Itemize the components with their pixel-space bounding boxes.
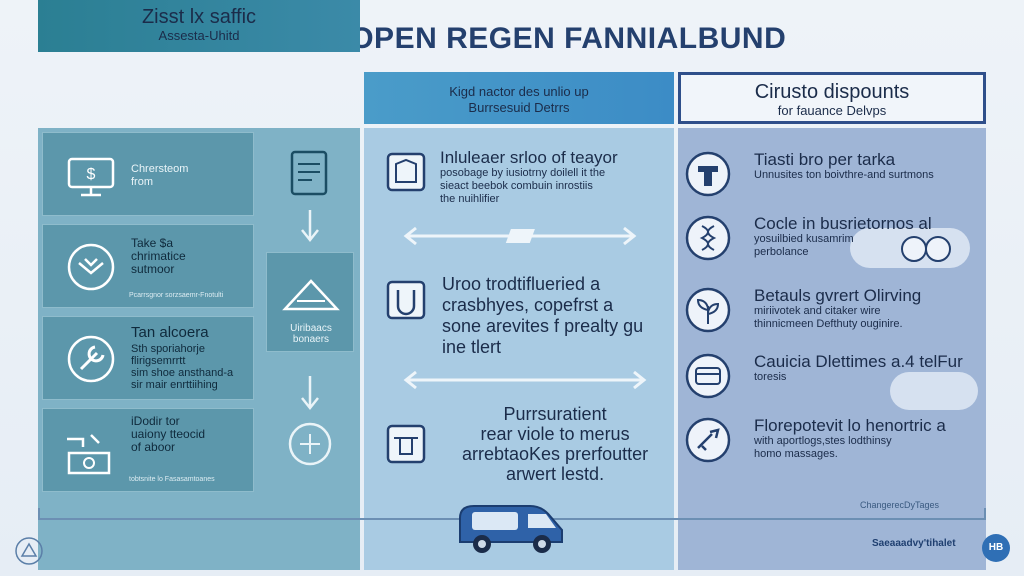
- tent-icon: [282, 279, 340, 311]
- right-item-4: Cauicia Dlettimes a.4 telFur toresis: [684, 352, 984, 402]
- middle-column-body: [364, 128, 674, 570]
- right-item-2-desc: yosuilbied kusamrim perbolance: [754, 233, 854, 258]
- seal-icon: [15, 537, 43, 565]
- right-item-3-text: Betauls gvrert Olirving miriivotek and c…: [754, 286, 921, 331]
- clipboard-icon: [290, 150, 328, 243]
- right-item-3-title: Betauls gvrert Olirving: [754, 286, 922, 305]
- monitor-cash-icon: $: [67, 157, 115, 197]
- left-heading-line1: Zisst lx saffic: [141, 6, 257, 28]
- right-item-4-desc: toresis: [754, 371, 787, 383]
- cabinet-icon: [386, 424, 426, 464]
- right-item-3: Betauls gvrert Olirving miriivotek and c…: [684, 286, 984, 342]
- key-circle-icon: [685, 417, 731, 463]
- middle-item-1: Inluleaer srloo of teayor posobage by iu…: [372, 146, 672, 216]
- middle-heading-line1: Kigd nactor des unlio up: [449, 84, 589, 99]
- helix-icon: [685, 215, 731, 261]
- middle-item-3-text: Purrsuratient rear viole to merus arrebt…: [462, 404, 648, 484]
- left-card-2-text: Take $a chrimatice sutmoor: [131, 236, 186, 276]
- right-item-1: Tiasti bro per tarka Unnusites ton boivt…: [684, 150, 984, 200]
- hammer-circle-icon: [685, 151, 731, 197]
- double-arrow-icon: [403, 226, 637, 246]
- footer-credit: ChangerecDyTages: [860, 500, 940, 510]
- middle-item-2-title: Uroo trodtiflueried a crasbhyes, copefrs…: [442, 274, 644, 357]
- right-item-5: Florepotevit lo henortric a with aportlo…: [684, 416, 984, 472]
- right-item-2-title: Cocle in busrietornos al: [754, 214, 932, 233]
- middle-heading-line2: Burrsesuid Detrrs: [468, 100, 570, 115]
- phone-circle-icon: [685, 353, 731, 399]
- toggle-rings-icon: [901, 236, 951, 262]
- middle-item-2: Uroo trodtiflueried a crasbhyes, copefrs…: [372, 274, 672, 360]
- right-item-1-desc: Unnusites ton boivthre-and surtmons: [754, 169, 934, 181]
- right-item-1-text: Tiasti bro per tarka Unnusites ton boivt…: [754, 150, 934, 182]
- right-column-header: Cirusto dispounts for fauance Delvps: [678, 72, 986, 124]
- left-card-4: iDodir tor uaiony tteocid of aboor tobts…: [42, 408, 254, 492]
- middle-item-3-title: Purrsuratient rear viole to merus arrebt…: [462, 404, 649, 484]
- truck-icon: [459, 505, 563, 553]
- middle-item-1-desc: posobage by iusiotrny doilell it the sie…: [440, 167, 606, 205]
- ring-box-icon: [386, 280, 426, 320]
- right-item-4-text: Cauicia Dlettimes a.4 telFur toresis: [754, 352, 963, 384]
- left-card-4-text: iDodir tor uaiony tteocid of aboor: [131, 414, 206, 454]
- left-column-header: Zisst lx saffic Assesta-Uhitd: [38, 0, 360, 52]
- right-item-5-desc: with aportlogs,stes lodthinsy homo massa…: [754, 435, 892, 460]
- right-item-3-desc: miriivotek and citaker wire thinnicmeen …: [754, 305, 903, 330]
- right-item-2-text: Cocle in busrietornos al yosuilbied kusa…: [754, 214, 932, 259]
- left-heading-line2: Assesta-Uhitd: [158, 28, 240, 43]
- footer-badge: HB: [982, 534, 1010, 562]
- left-card-1: $ Chrersteom from: [42, 132, 254, 216]
- left-card-2-foot: Pcarrsgnor sorzsaemr-Fnotulti: [129, 292, 224, 299]
- plant-icon: [685, 287, 731, 333]
- left-card-4-foot: tobtsnite lo Fasasamtoanes: [129, 476, 215, 483]
- right-heading-line2: for fauance Delvps: [777, 103, 887, 118]
- middle-column-header: Kigd nactor des unlio up Burrsesuid Detr…: [364, 72, 674, 124]
- factory-icon: [67, 434, 111, 475]
- globe-hand-icon: [288, 376, 332, 466]
- left-card-3-text: Sth sporiahorje flirigsemrrtt sim shoe a…: [131, 343, 234, 391]
- middle-item-3: Purrsuratient rear viole to merus arrebt…: [372, 404, 672, 494]
- right-item-1-title: Tiasti bro per tarka: [754, 150, 896, 169]
- left-card-2: Take $a chrimatice sutmoor Pcarrsgnor so…: [42, 224, 254, 308]
- left-card-1-text: Chrersteom from: [131, 163, 189, 188]
- wrench-circle-icon: [67, 335, 115, 383]
- right-heading-line1: Cirusto dispounts: [754, 81, 910, 103]
- middle-item-1-title: Inluleaer srloo of teayor: [440, 148, 618, 167]
- double-arrow-icon-2: [403, 370, 647, 390]
- middle-item-2-text: Uroo trodtiflueried a crasbhyes, copefrs…: [442, 274, 643, 358]
- fortress-icon: [386, 152, 426, 192]
- left-card-3-title: Tan alcoera: [131, 324, 209, 341]
- right-item-4-title: Cauicia Dlettimes a.4 telFur: [754, 352, 963, 371]
- side-box-label: Uiribaacs bonaers: [290, 323, 332, 345]
- side-box: Uiribaacs bonaers: [266, 252, 354, 352]
- right-item-5-text: Florepotevit lo henortric a with aportlo…: [754, 416, 946, 461]
- right-item-2: Cocle in busrietornos al yosuilbied kusa…: [684, 214, 984, 270]
- svg-text:$: $: [87, 166, 96, 183]
- right-column-body: [678, 128, 986, 570]
- cloud-decoration-2: [890, 372, 978, 410]
- right-item-5-title: Florepotevit lo henortric a: [754, 416, 946, 435]
- left-card-3: Tan alcoera Sth sporiahorje flirigsemrrt…: [42, 316, 254, 400]
- shield-bird-icon: [67, 243, 115, 291]
- middle-item-1-text: Inluleaer srloo of teayor posobage by iu…: [440, 148, 618, 206]
- footer-brand: Saeaaadvy'tihalet: [872, 538, 956, 549]
